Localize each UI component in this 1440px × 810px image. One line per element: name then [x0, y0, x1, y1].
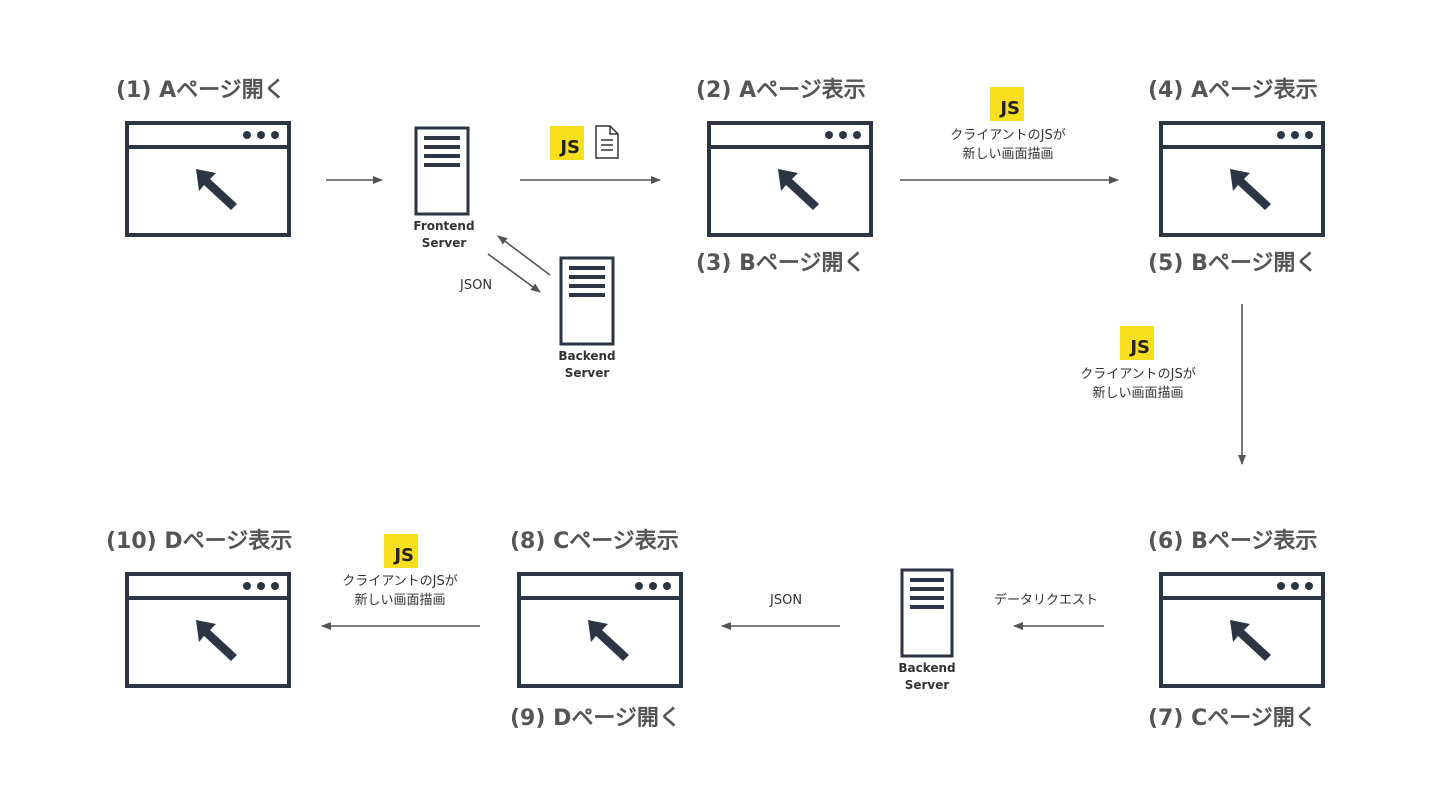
js-badge: JS [384, 534, 418, 568]
step-3-label: (3) Bページ開く [696, 251, 866, 276]
cursor-arrow-icon [588, 620, 629, 661]
json-label: JSON [460, 278, 493, 293]
client-render-line-1: クライアントのJSが [950, 128, 1066, 143]
step-5-label: (5) Bページ開く [1148, 251, 1318, 276]
step-4-label: (4) Aページ表示 [1148, 78, 1318, 103]
backend-server-bottom-caption: Backend Server [883, 660, 971, 694]
js-badge-text: JS [1000, 98, 1020, 119]
browser-window-icon [1159, 572, 1325, 688]
client-render-line-2: 新しい画面描画 [354, 593, 446, 608]
document-icon [594, 124, 620, 164]
browser-window-icon [707, 121, 873, 237]
js-badge-text: JS [1130, 337, 1150, 358]
arrow-backend-to-frontend [497, 235, 551, 276]
backend-server-bottom-line-2: Server [904, 678, 950, 692]
cursor-arrow-icon [1230, 169, 1271, 210]
js-badge: JS [990, 87, 1024, 121]
client-render-line-1: クライアントのJSが [342, 574, 458, 589]
browser-window-icon [125, 121, 291, 237]
step-8-label: (8) Cページ表示 [510, 529, 679, 554]
frontend-server-line-1: Frontend [413, 219, 475, 233]
step-6-label: (6) Bページ表示 [1148, 529, 1318, 554]
cursor-arrow-icon [196, 620, 237, 661]
backend-server-top-line-1: Backend [558, 349, 616, 363]
client-render-note: クライアントのJSが 新しい画面描画 [1050, 365, 1226, 403]
client-render-line-2: 新しい画面描画 [962, 147, 1054, 162]
backend-server-top-line-2: Server [564, 366, 610, 380]
js-badge-text: JS [394, 545, 414, 566]
backend-server-bottom-line-1: Backend [898, 661, 956, 675]
cursor-arrow-icon [196, 169, 237, 210]
server-icon [414, 126, 470, 220]
server-icon [559, 256, 615, 350]
client-render-note: クライアントのJSが 新しい画面描画 [920, 126, 1096, 164]
browser-window-icon [125, 572, 291, 688]
client-render-line-2: 新しい画面描画 [1092, 386, 1184, 401]
browser-window-icon [517, 572, 683, 688]
step-7-label: (7) Cページ開く [1148, 706, 1317, 731]
step-2-label: (2) Aページ表示 [696, 78, 866, 103]
frontend-server-line-2: Server [421, 236, 467, 250]
json-label: JSON [770, 593, 803, 608]
data-request-label: データリクエスト [994, 593, 1099, 608]
backend-server-top-caption: Backend Server [543, 348, 631, 382]
js-badge: JS [550, 126, 584, 160]
js-badge-text: JS [560, 137, 580, 158]
arrow-frontend-to-backend [487, 253, 541, 293]
step-10-label: (10) Dページ表示 [106, 529, 293, 554]
client-render-note: クライアントのJSが 新しい画面描画 [312, 572, 488, 610]
client-render-line-1: クライアントのJSが [1080, 367, 1196, 382]
browser-window-icon [1159, 121, 1325, 237]
js-badge: JS [1120, 326, 1154, 360]
cursor-arrow-icon [1230, 620, 1271, 661]
step-1-label: (1) Aページ開く [116, 78, 286, 103]
frontend-server-caption: Frontend Server [400, 218, 488, 252]
server-icon [900, 568, 956, 662]
cursor-arrow-icon [778, 169, 819, 210]
step-9-label: (9) Dページ開く [510, 706, 681, 731]
